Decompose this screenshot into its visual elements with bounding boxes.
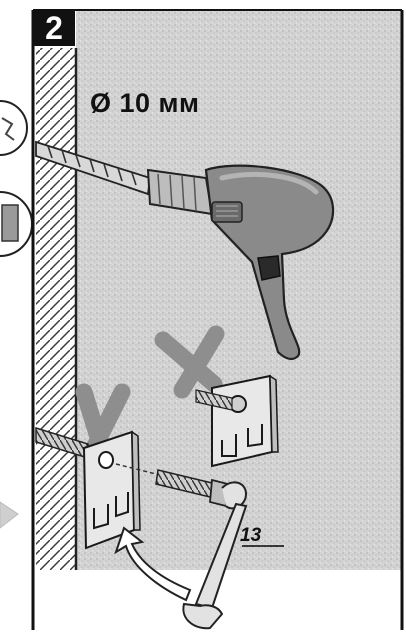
wrench-size-label: 13 [240,525,261,547]
drill-vent [212,202,242,222]
step-number-badge: 2 [33,10,75,46]
wall-cross-section-hatch [36,48,76,570]
drill-trigger [258,256,280,280]
previous-step-circle-top [0,101,27,155]
drill-diameter-label: Ø 10 мм [90,88,199,119]
previous-step-edge [0,101,32,528]
bracket-left [84,432,140,548]
